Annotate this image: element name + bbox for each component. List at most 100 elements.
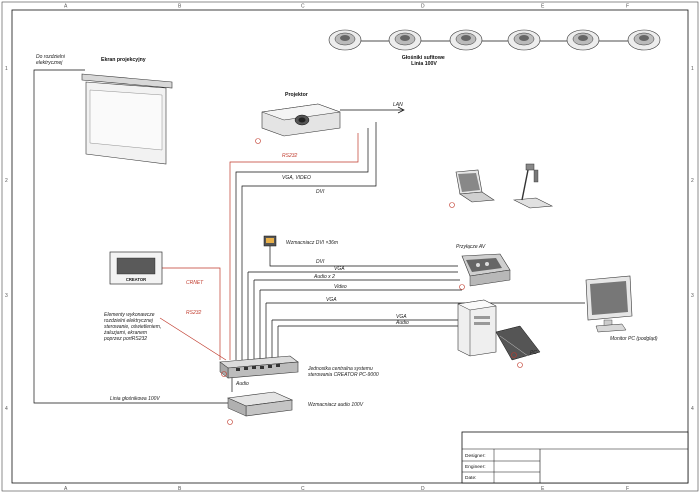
col-label: E [541,486,545,492]
row-label: 4 [691,406,694,412]
screen-label: Ekran projekcyjny [101,57,146,63]
row-label: 1 [691,66,694,72]
audio-pc-label: Audio [395,320,409,326]
dvi-amplifier-icon [263,235,277,247]
video-label: Video [334,284,347,290]
ceiling-speaker-icon [388,29,422,51]
col-label: B [178,4,182,10]
audio-x2-label: Audio x 2 [313,274,335,280]
elements-note: Elementy wykonawcze rozdzielni elektrycz… [103,312,163,342]
inner-frame [11,9,689,484]
speakers-label-line2: Linia 100V [411,61,437,67]
dvi-amp-label: Wzmacniacz DVI ×36m [286,240,338,246]
row-label: 3 [5,293,8,299]
engineer-label: Engineer: [465,464,486,470]
rs232-low-label: RS232 [186,310,202,316]
col-label: A [64,486,68,492]
wire-dvi-mid [269,244,458,267]
amp100-label: Wzmacniacz audio 100V [308,402,364,408]
dvi-top-label: DVI [316,189,325,195]
speakers-label-line1: Głośniki sufitowe [402,55,445,61]
creator-panel-label: CREATOR [126,277,146,282]
projector-label: Projektor [285,92,308,98]
wire-vga-long [265,302,585,360]
lan-label: LAN [393,102,403,108]
lan-arrow-icon [397,106,405,114]
document-camera-icon [512,163,554,209]
wire-audio-pc [277,325,460,360]
col-label: D [421,4,425,10]
grid-columns-bottom: A B C D E F [64,486,629,492]
vga-mid-label: VGA [334,266,345,272]
vga-long-label: VGA [326,297,337,303]
amplifier-icon [226,391,294,417]
central-label-line2: sterowania CREATOR PC-9000 [308,372,379,378]
col-label: C [301,4,305,10]
dvi-mid-label: DVI [316,259,325,265]
speaker-line-label: Linia głośnikowa 100V [110,396,160,402]
wire-speaker-line [33,69,228,404]
designer-label: Designer: [465,453,486,459]
av-box-icon [461,253,511,287]
pc-label: PC [530,350,537,356]
pc-tower-icon [457,299,541,361]
screen-note-line2: elektrycznej [36,60,63,66]
screen-note-line1: Do rozdzielni [36,54,66,60]
title-block [461,431,689,484]
elements-note-line3: sterowanie, oświetleniem, [104,324,161,330]
wires [33,40,650,404]
date-label: Date: [465,475,476,481]
marker-icon [221,371,227,377]
wire-vga-pc [271,319,460,360]
ceiling-speaker-icon [507,29,541,51]
col-label: D [421,486,425,492]
marker-icon [517,362,523,368]
col-label: A [64,4,68,10]
projector-icon [261,103,341,137]
wire-vga-mid [247,271,458,360]
col-label: E [541,4,545,10]
marker-icon [449,202,455,208]
col-label: B [178,486,182,492]
audio-label: Audio [235,381,249,387]
vga-pc-label: VGA [396,314,407,320]
wire-rs232-top [229,133,359,360]
ceiling-speaker-icon [627,29,661,51]
elements-note-line4: żaluzjami, ekranem [103,330,147,336]
wire-video [259,289,462,360]
ceiling-speaker-icon [566,29,600,51]
marker-icon [255,138,261,144]
col-label: C [301,486,305,492]
crnet-label: CRNET [186,280,204,286]
control-panel-icon [109,251,163,285]
wire-audio-x2 [253,279,460,360]
row-label: 2 [5,178,8,184]
elements-note-line1: Elementy wykonawcze [104,312,155,318]
av-box-label: Przyłącze AV [456,244,486,250]
ceiling-speaker-icon [328,29,362,51]
col-label: F [626,486,629,492]
vga-video-label: VGA, VIDEO [282,175,311,181]
monitor-icon [585,275,633,333]
central-label-line1: Jednostka centralna systemu [307,366,373,372]
grid-rows-right: 1 2 3 4 [691,66,694,412]
row-label: 2 [691,178,694,184]
central-label: Jednostka centralna systemu sterowania C… [307,366,379,378]
ceiling-speaker-icon [449,29,483,51]
row-label: 3 [691,293,694,299]
marker-icon [227,419,233,425]
row-label: 4 [5,406,8,412]
wire-vga-video [235,128,369,360]
rs232-top-label: RS232 [282,153,298,159]
grid-columns-top: A B C D E F [64,4,629,10]
monitor-label: Monitor PC (podgląd) [610,336,658,342]
marker-icon [459,284,465,290]
elements-note-line2: rozdzielni elektrycznej [104,318,154,324]
grid-rows-left: 1 2 3 4 [5,66,8,412]
row-label: 1 [5,66,8,72]
wire-dvi-top [241,122,377,360]
col-label: F [626,4,629,10]
projection-screen-icon [81,73,173,165]
